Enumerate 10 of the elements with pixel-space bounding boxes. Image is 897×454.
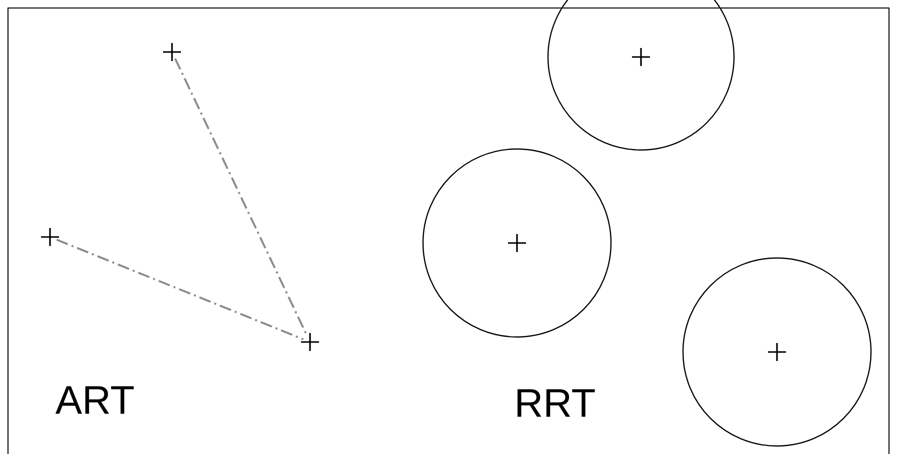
circle [547,0,735,151]
cross-mark [300,332,320,352]
region-label: ART [55,386,134,414]
cross-mark [40,227,60,247]
dash-dot-line [174,58,308,336]
cross-mark [162,42,182,62]
dash-dot-line [56,238,304,340]
circle [422,148,612,338]
region-label: RRT [518,389,595,417]
circle [682,257,872,447]
